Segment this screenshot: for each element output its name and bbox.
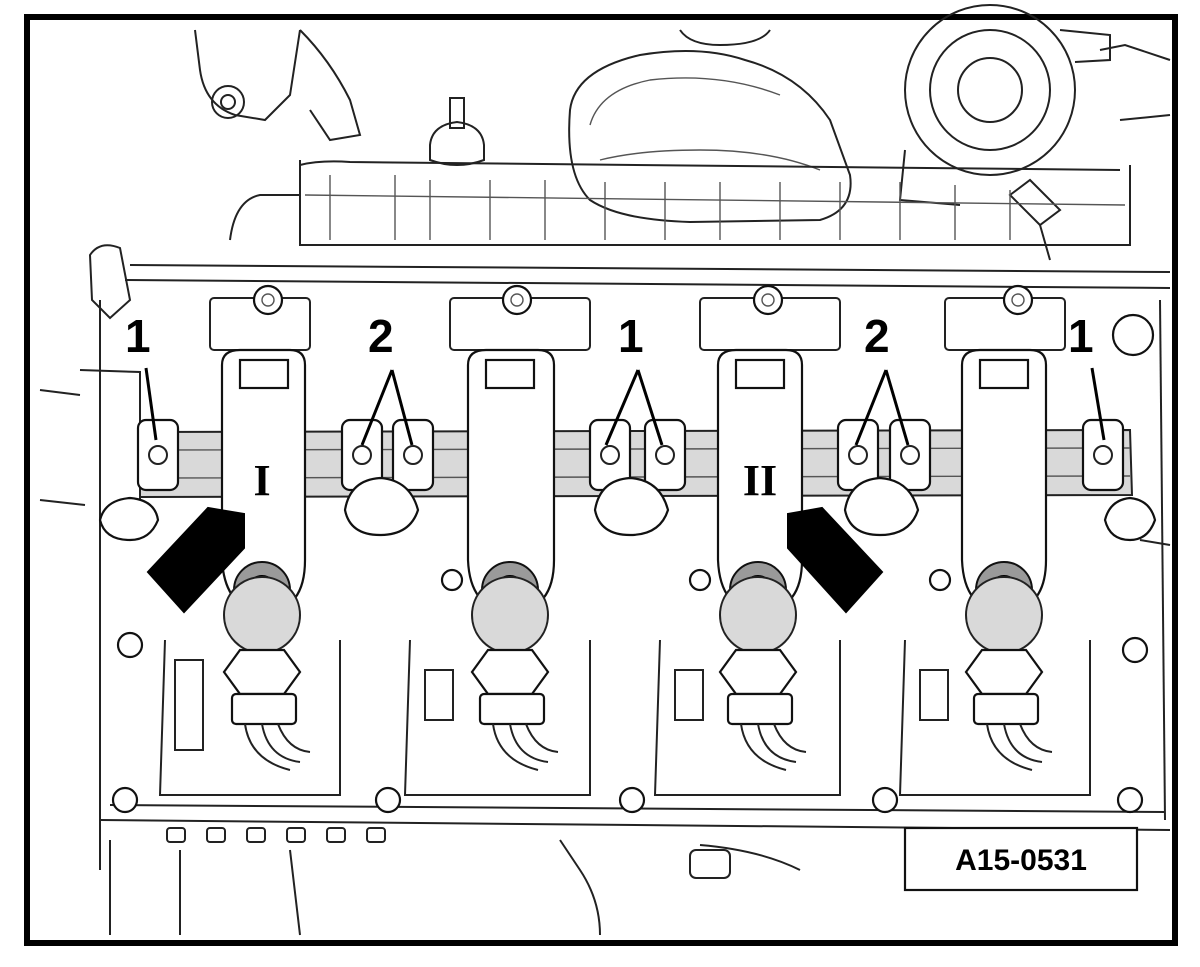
cap-label-2: II — [743, 456, 777, 505]
callout-1-right: 1 — [1068, 310, 1094, 362]
injector-2 — [403, 576, 591, 796]
reference-code: A15-0531 — [955, 844, 1087, 877]
injector-3 — [653, 576, 841, 796]
cylinder-head-body — [39, 264, 1171, 936]
direction-arrows — [146, 506, 884, 614]
camshaft — [98, 418, 1157, 542]
bottom-bolt-row — [166, 827, 386, 843]
injector-assemblies — [158, 576, 1091, 796]
leader-lines — [144, 367, 1106, 446]
callout-labels: 1 2 1 2 1 — [125, 310, 1094, 362]
injector-4 — [898, 576, 1091, 796]
cam-lobes — [136, 418, 1125, 492]
reference-code-box: A15-0531 — [903, 826, 1139, 892]
arrow-left — [146, 506, 245, 614]
callout-1-left: 1 — [125, 310, 151, 362]
cap-label-1: I — [253, 456, 270, 505]
callout-1-center: 1 — [618, 310, 644, 362]
injector-1 — [158, 576, 341, 796]
cap-labels: I II — [253, 456, 777, 505]
callout-2-right: 2 — [864, 310, 890, 362]
callout-2-left: 2 — [368, 310, 394, 362]
arrow-right — [787, 506, 884, 614]
background-engine-parts — [88, 4, 1171, 320]
